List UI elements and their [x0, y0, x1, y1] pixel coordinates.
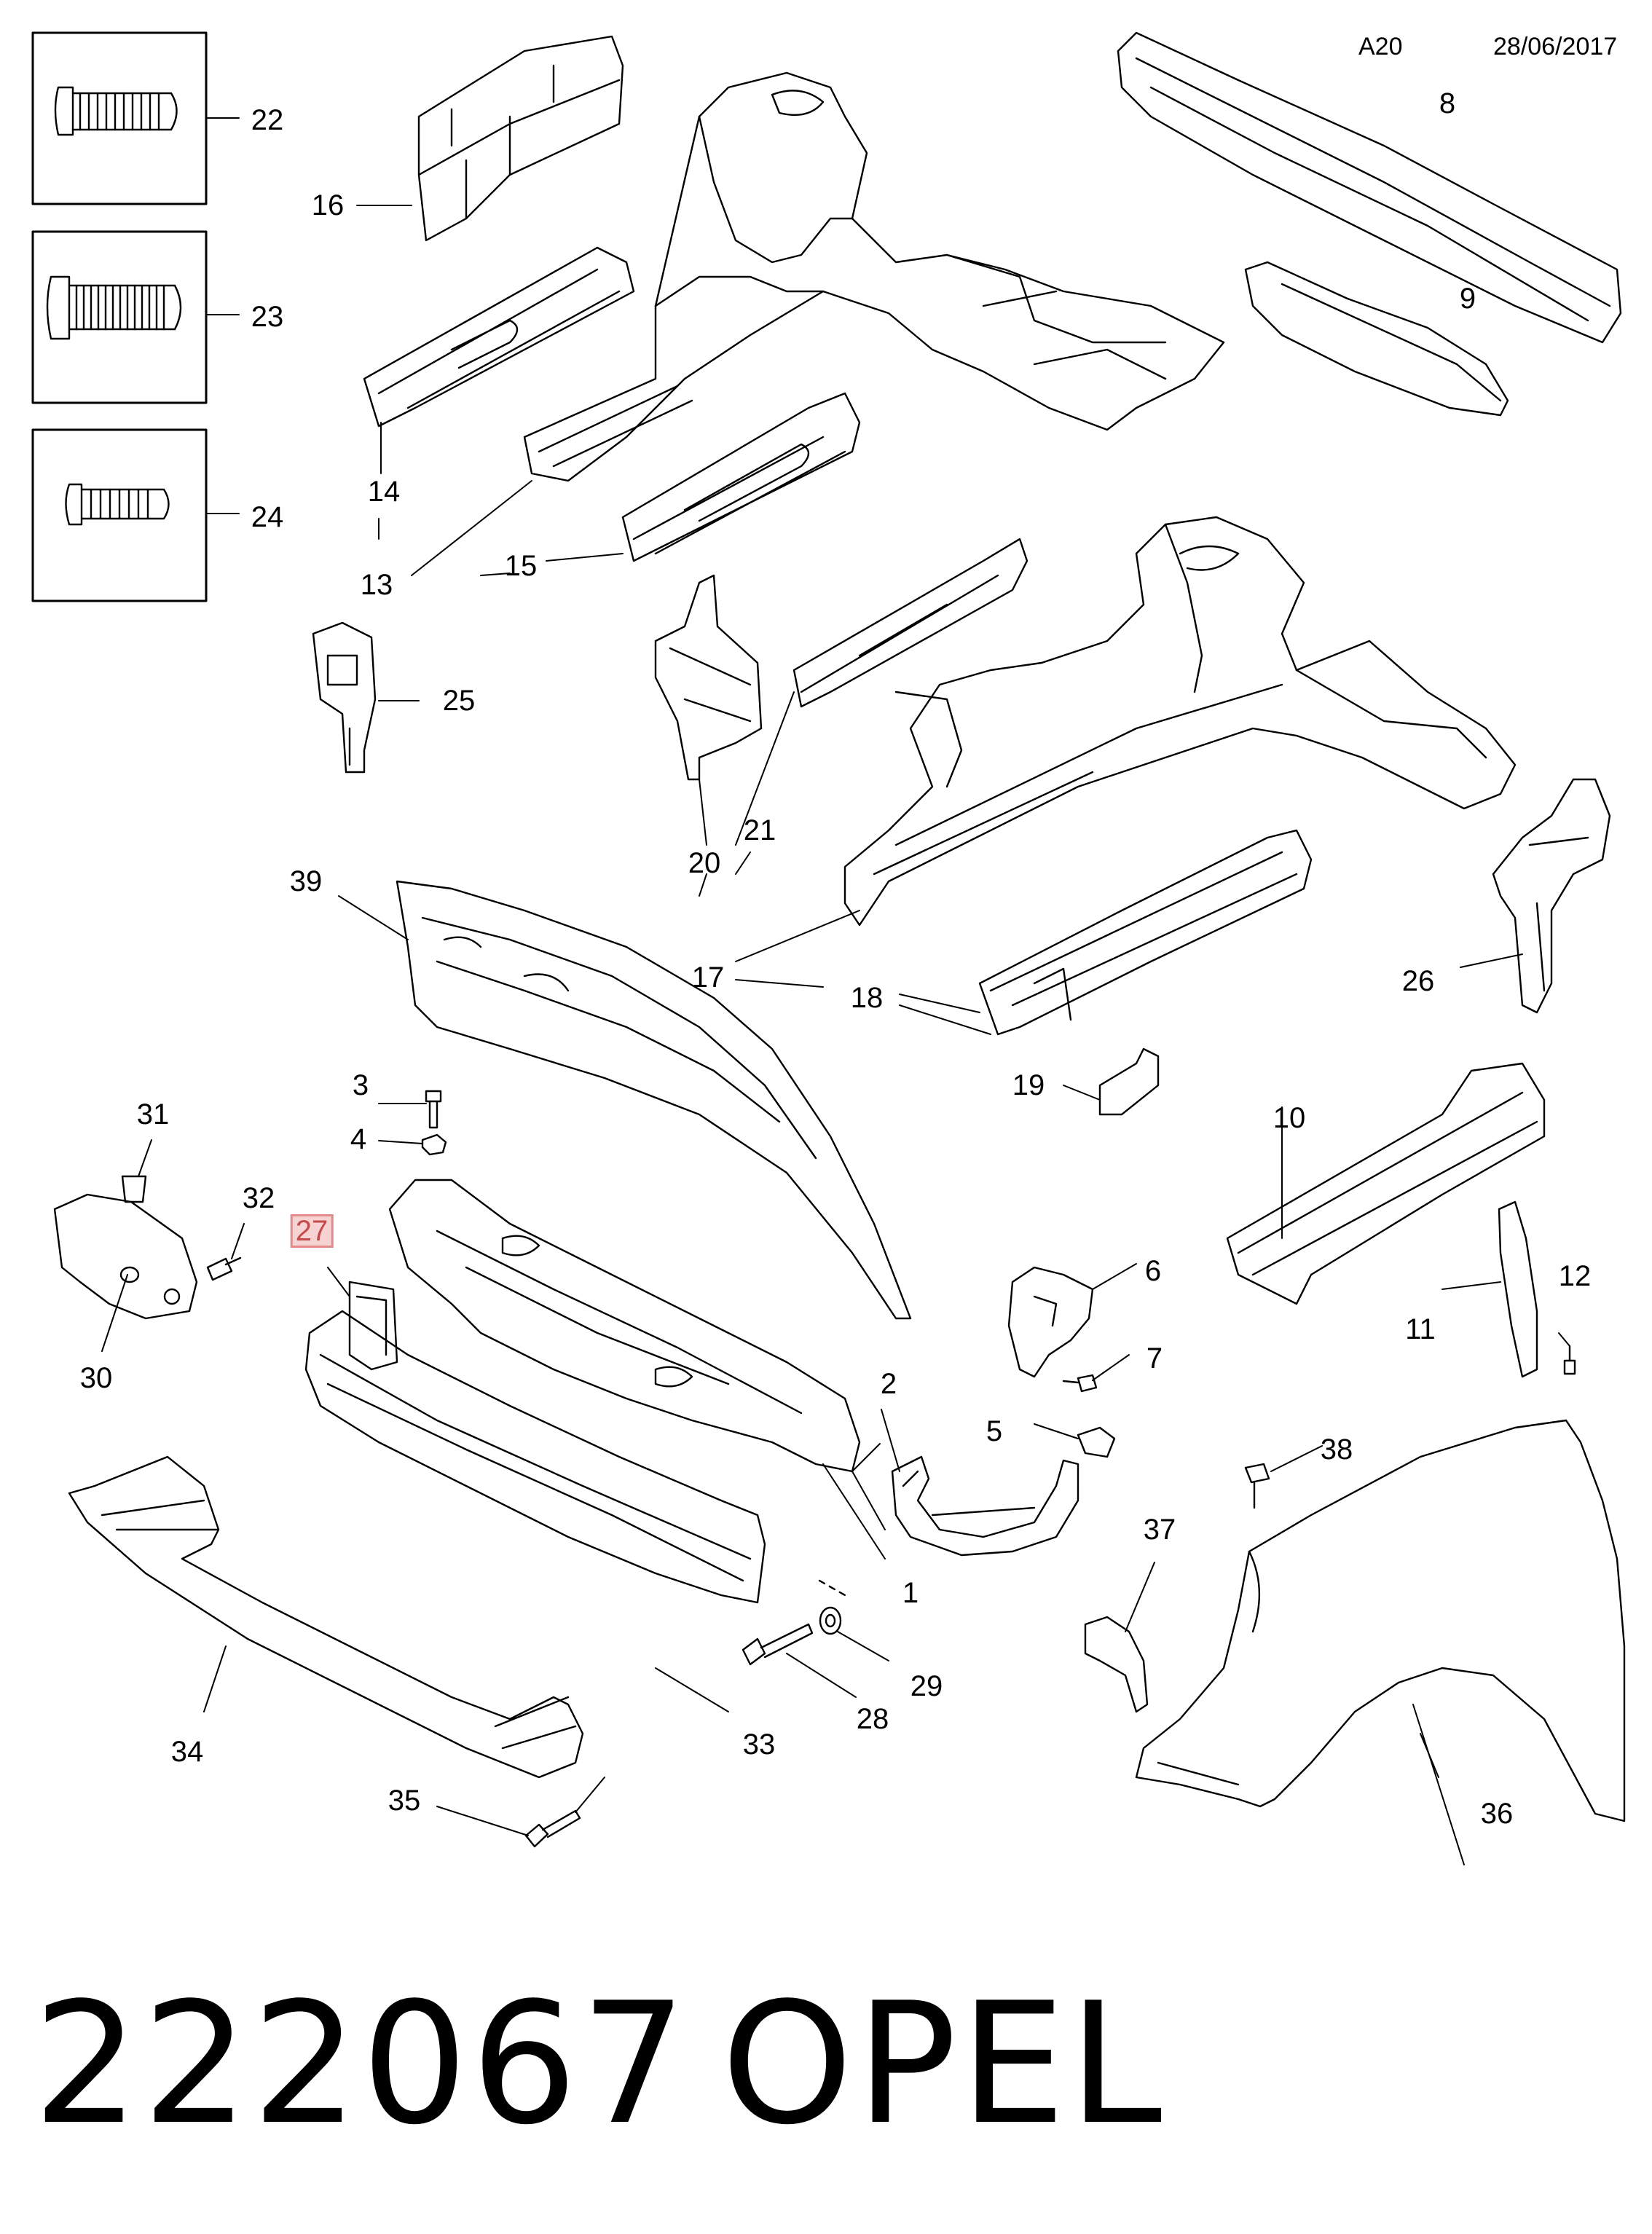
callout-36: 36 — [1480, 1798, 1514, 1830]
callout-15: 15 — [504, 550, 538, 582]
part-10-rail — [1226, 1062, 1546, 1305]
diagram-code: A20 — [1358, 33, 1403, 60]
part-9-rail — [1244, 261, 1509, 417]
callout-31: 31 — [136, 1098, 170, 1130]
part-37-bracket — [1084, 1616, 1149, 1713]
callout-33: 33 — [742, 1728, 776, 1761]
part-39-panel — [396, 880, 912, 1320]
callout-35: 35 — [388, 1785, 421, 1817]
part-20-bracket — [654, 574, 763, 781]
part-1-support — [388, 1179, 861, 1473]
part-15-rail — [621, 392, 861, 562]
callout-37: 37 — [1143, 1514, 1176, 1546]
part-8-rail — [1117, 31, 1622, 344]
part-18-rail — [978, 829, 1313, 1036]
callout-8: 8 — [1439, 87, 1456, 119]
stud-24-box — [31, 428, 208, 602]
callout-7: 7 — [1146, 1342, 1163, 1374]
part-2-bracket — [891, 1455, 1079, 1557]
part-32-bolt — [206, 1256, 242, 1281]
part-26-bracket — [1492, 778, 1611, 1014]
part-29-washer — [819, 1606, 842, 1635]
callout-2: 2 — [880, 1368, 897, 1400]
callout-19: 19 — [1012, 1069, 1045, 1101]
part-25-bracket — [312, 621, 377, 774]
part-38-bolt — [1244, 1463, 1270, 1509]
part-36-fender — [1135, 1419, 1626, 1822]
callout-22: 22 — [251, 104, 284, 136]
part-33-beam — [304, 1310, 766, 1604]
diagram-date: 28/06/2017 — [1493, 33, 1618, 60]
callout-11: 11 — [1405, 1313, 1436, 1345]
part-4-nut — [421, 1133, 447, 1156]
callout-27-highlighted[interactable]: 27 — [290, 1214, 334, 1248]
part-7-bolt — [1062, 1374, 1098, 1393]
callout-38: 38 — [1320, 1433, 1353, 1466]
part-30-bracket — [53, 1193, 198, 1320]
callout-39: 39 — [289, 865, 323, 897]
callout-24: 24 — [251, 501, 284, 533]
callout-4: 4 — [350, 1123, 367, 1155]
callout-28: 28 — [856, 1703, 889, 1735]
callout-1: 1 — [902, 1577, 919, 1609]
callout-25: 25 — [442, 685, 476, 717]
part-12-bolt — [1563, 1345, 1576, 1375]
part-21-rail — [792, 538, 1028, 708]
part-28-bolt — [742, 1579, 846, 1666]
stud-23-box — [31, 230, 208, 404]
part-31-clip — [121, 1175, 147, 1203]
part-35-bolt — [524, 1809, 581, 1848]
part-6-bracket — [1007, 1266, 1094, 1378]
callout-5: 5 — [986, 1415, 1003, 1447]
callout-10: 10 — [1273, 1102, 1306, 1134]
part-5-clip — [1077, 1426, 1116, 1458]
part-27-bracket — [348, 1281, 398, 1371]
part-34-beam — [68, 1455, 584, 1779]
callout-21: 21 — [743, 814, 776, 846]
callout-18: 18 — [850, 982, 884, 1014]
callout-16: 16 — [311, 189, 345, 221]
part-3-bolt — [425, 1090, 442, 1129]
part-11-strap — [1498, 1200, 1538, 1378]
part-19-bracket — [1098, 1047, 1160, 1116]
callout-26: 26 — [1401, 965, 1435, 997]
callout-14: 14 — [367, 476, 401, 508]
leader-lines — [101, 117, 1570, 1865]
callout-17: 17 — [691, 961, 725, 994]
callout-6: 6 — [1144, 1255, 1162, 1287]
callout-30: 30 — [79, 1362, 113, 1394]
callout-13: 13 — [360, 569, 393, 601]
part-17-apron — [843, 516, 1517, 927]
part-16-bracket — [417, 35, 624, 242]
upper-apron-assembly — [523, 71, 1225, 482]
callout-12: 12 — [1558, 1260, 1592, 1292]
brand-name: OPEL — [721, 1967, 1165, 2162]
part-number: 222067 — [33, 1967, 690, 2162]
callout-23: 23 — [251, 301, 284, 333]
part-14-rail — [363, 246, 635, 428]
callout-34: 34 — [170, 1736, 204, 1768]
callout-32: 32 — [242, 1182, 275, 1214]
callout-29: 29 — [910, 1670, 943, 1702]
callout-9: 9 — [1459, 283, 1476, 315]
callout-3: 3 — [352, 1069, 369, 1101]
callout-20: 20 — [688, 847, 721, 879]
stud-22-box — [31, 31, 208, 205]
